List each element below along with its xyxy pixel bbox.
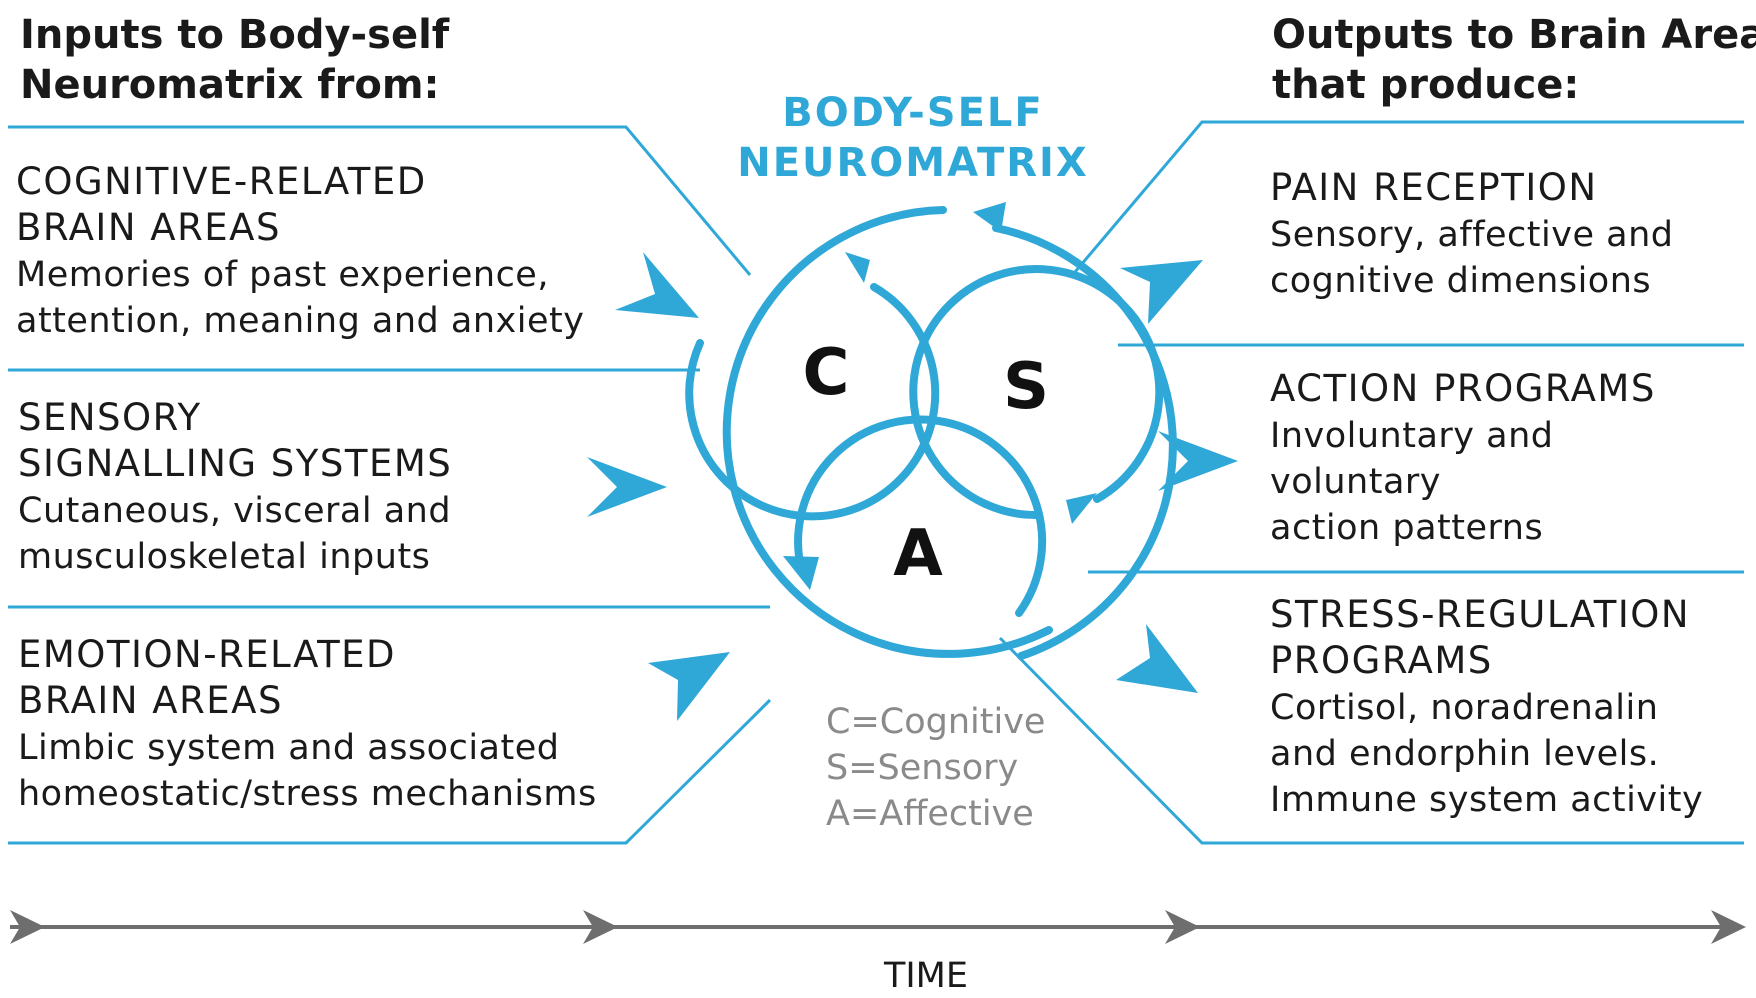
cognitive-arrowhead (845, 252, 870, 283)
sensory-circle (909, 265, 1164, 520)
output-stress-body-2: and endorphin levels. (1270, 734, 1659, 774)
right-heading-line1: Outputs to Brain Areas (1272, 12, 1756, 58)
time-label: TIME (883, 956, 968, 996)
input-emotion: EMOTION-RELATED BRAIN AREAS Limbic syste… (18, 633, 597, 814)
input-arrow-cognitive (615, 252, 699, 318)
outer-ring-arrowhead (973, 202, 1006, 232)
input-cognitive-body-2: attention, meaning and anxiety (16, 301, 584, 341)
output-stress-title-1: STRESS-REGULATION (1270, 593, 1690, 636)
output-1-top-line (1073, 120, 1744, 273)
input-cognitive: COGNITIVE-RELATED BRAIN AREAS Memories o… (16, 160, 584, 341)
output-arrows (1116, 260, 1238, 693)
input-1-top-line (8, 125, 752, 276)
cognitive-circle (685, 283, 940, 521)
legend-cognitive: C=Cognitive (826, 702, 1045, 742)
input-arrow-sensory (587, 457, 667, 517)
input-sensory-body-1: Cutaneous, visceral and (18, 491, 451, 531)
input-arrow-emotion (648, 652, 730, 721)
output-pain-reception: PAIN RECEPTION Sensory, affective and co… (1270, 166, 1673, 301)
output-arrow-pain (1120, 260, 1203, 324)
affective-arrowhead (783, 556, 819, 590)
right-frame-lines (998, 120, 1744, 845)
input-emotion-title-2: BRAIN AREAS (18, 679, 283, 722)
output-pain-body-2: cognitive dimensions (1270, 261, 1651, 301)
timeline-arrow-1 (10, 910, 45, 944)
output-action-body-3: action patterns (1270, 508, 1543, 548)
right-heading-line2: that produce: (1272, 62, 1579, 108)
output-pain-title-1: PAIN RECEPTION (1270, 166, 1598, 209)
input-sensory-body-2: musculoskeletal inputs (18, 537, 430, 577)
input-emotion-title-1: EMOTION-RELATED (18, 633, 396, 676)
outer-ring-return-arc (992, 224, 1177, 660)
legend-sensory: S=Sensory (826, 748, 1018, 788)
output-arrow-stress (1116, 624, 1198, 693)
input-cognitive-title-1: COGNITIVE-RELATED (16, 160, 427, 203)
output-pain-body-1: Sensory, affective and (1270, 215, 1673, 255)
input-sensory-title-2: SIGNALLING SYSTEMS (18, 442, 452, 485)
letter-a: A (893, 517, 943, 591)
sensory-arrowhead (1066, 493, 1097, 524)
affective-circle (794, 415, 1047, 617)
input-cognitive-body-1: Memories of past experience, (16, 255, 549, 295)
input-3-bottom-line (8, 698, 772, 845)
left-heading-line2: Neuromatrix from: (20, 62, 440, 108)
output-stress-body-1: Cortisol, noradrenalin (1270, 688, 1658, 728)
output-action-body-1: Involuntary and (1270, 416, 1553, 456)
letter-s: S (1003, 350, 1049, 424)
output-stress-regulation: STRESS-REGULATION PROGRAMS Cortisol, nor… (1270, 593, 1703, 820)
output-stress-body-3: Immune system activity (1270, 780, 1703, 820)
legend-affective: A=Affective (826, 794, 1034, 834)
input-arrows (587, 252, 730, 721)
input-sensory-title-1: SENSORY (18, 396, 202, 439)
neuromatrix-rings (685, 202, 1177, 660)
center-title-line2: NEUROMATRIX (737, 140, 1089, 186)
timeline: TIME (10, 910, 1746, 996)
left-heading-line1: Inputs to Body-self (20, 12, 450, 58)
left-frame-lines (8, 125, 772, 845)
output-3-bottom-line (998, 636, 1744, 845)
output-arrow-action (1158, 431, 1238, 491)
output-stress-title-2: PROGRAMS (1270, 639, 1493, 682)
timeline-arrow-2 (583, 910, 618, 944)
timeline-arrow-4 (1711, 910, 1746, 944)
input-sensory: SENSORY SIGNALLING SYSTEMS Cutaneous, vi… (18, 396, 452, 577)
output-action-programs: ACTION PROGRAMS Involuntary and voluntar… (1270, 367, 1656, 548)
timeline-arrow-3 (1165, 910, 1200, 944)
center-title-line1: BODY-SELF (782, 90, 1043, 136)
output-action-title-1: ACTION PROGRAMS (1270, 367, 1656, 410)
legend: C=Cognitive S=Sensory A=Affective (826, 702, 1045, 834)
input-emotion-body-2: homeostatic/stress mechanisms (18, 774, 597, 814)
letter-c: C (803, 336, 850, 410)
input-emotion-body-1: Limbic system and associated (18, 728, 559, 768)
output-action-body-2: voluntary (1270, 462, 1441, 502)
input-cognitive-title-2: BRAIN AREAS (16, 206, 281, 249)
